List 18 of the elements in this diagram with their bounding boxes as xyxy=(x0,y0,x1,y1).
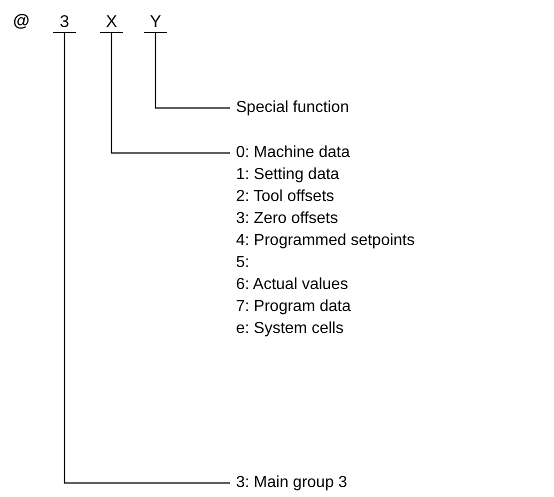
description-text: 5: xyxy=(236,253,250,273)
at-sign: @ xyxy=(13,11,30,31)
description-text: Special function xyxy=(236,98,349,118)
description-text: 1: Setting data xyxy=(236,165,340,185)
leader-line xyxy=(110,33,230,154)
leader-line xyxy=(154,33,230,109)
code-character: 3 xyxy=(53,12,76,33)
description-text: 4: Programmed setpoints xyxy=(236,231,415,251)
description-text: e: System cells xyxy=(236,319,345,339)
code-character: Y xyxy=(144,12,167,33)
description-text: 3: Zero offsets xyxy=(236,209,339,229)
description-text: 3: Main group 3 xyxy=(236,473,348,493)
description-text: 6: Actual values xyxy=(236,275,350,295)
code-character: X xyxy=(100,12,123,33)
leader-line xyxy=(64,33,230,484)
description-text: 0: Machine data xyxy=(236,143,351,163)
description-text: 2: Tool offsets xyxy=(236,187,336,207)
description-text: 7: Program data xyxy=(236,297,352,317)
